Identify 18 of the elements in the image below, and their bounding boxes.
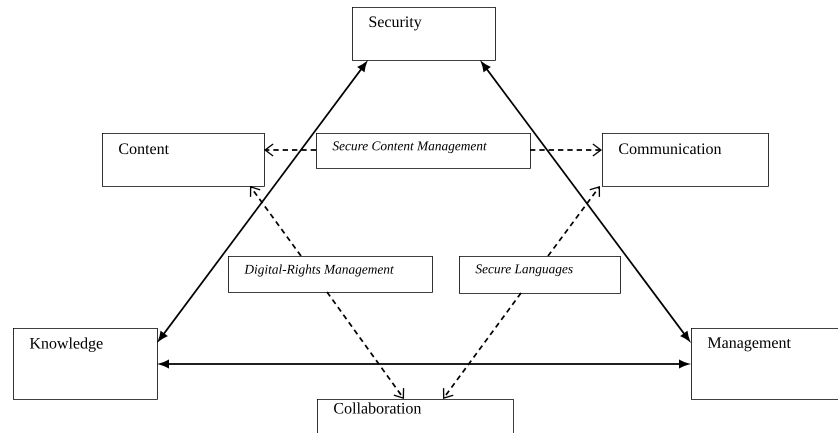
dashed-arrow (547, 186, 600, 257)
concept-box: Knowledge (13, 328, 158, 400)
dashed-arrow (530, 143, 602, 157)
concept-box: Communication (602, 133, 769, 187)
arrow (160, 360, 688, 368)
dashed-arrow (442, 292, 522, 399)
label-box: Secure Content Management (316, 133, 531, 169)
arrow (158, 62, 367, 342)
label-box: Digital-Rights Management (228, 256, 433, 293)
dashed-arrow (264, 143, 316, 157)
label-box: Secure Languages (459, 256, 621, 294)
dashed-arrow (326, 292, 404, 399)
concept-box: Security (352, 7, 496, 61)
concept-box: Content (102, 133, 265, 187)
concept-box: Management (691, 328, 838, 400)
dashed-arrow (250, 186, 302, 257)
concept-box: Collaboration (317, 399, 514, 433)
arrow (481, 62, 690, 342)
